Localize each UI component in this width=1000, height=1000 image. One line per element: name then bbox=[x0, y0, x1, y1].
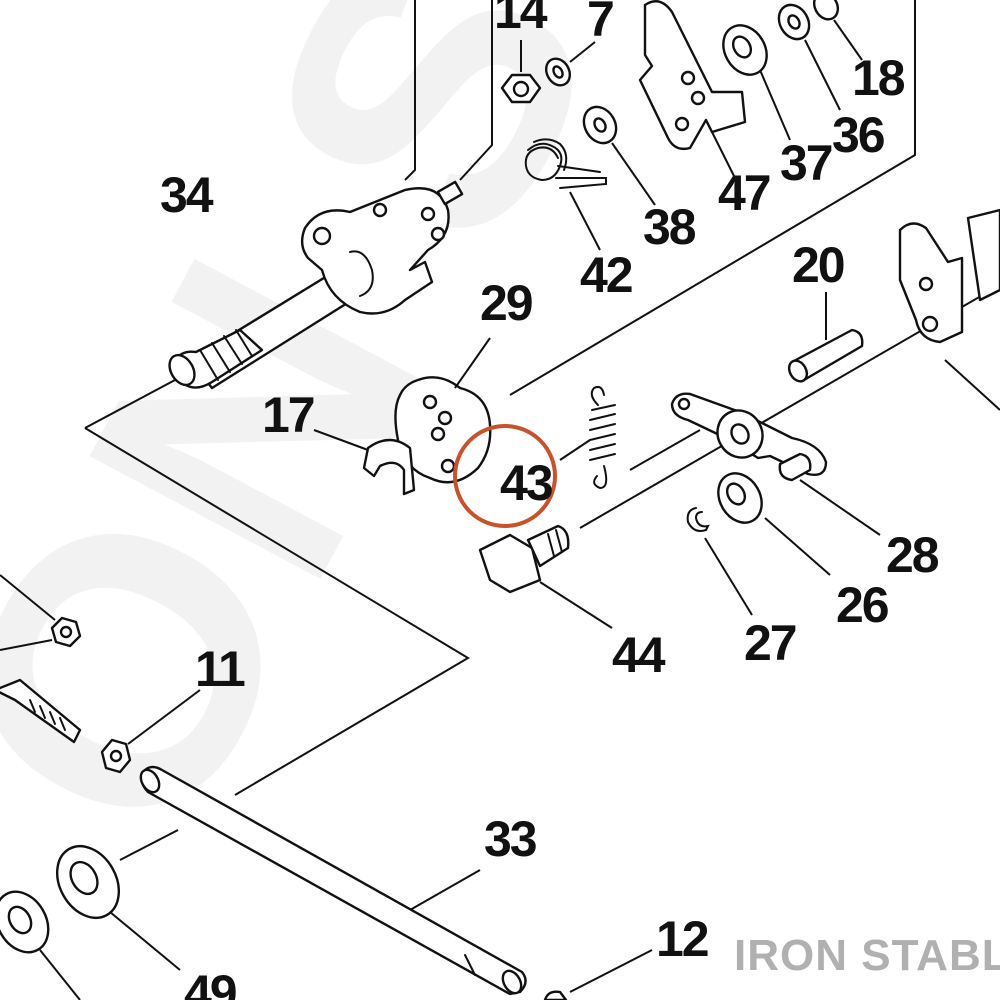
callout-36: 36 bbox=[832, 107, 884, 163]
callout-34: 34 bbox=[160, 167, 214, 223]
callout-43: 43 bbox=[500, 455, 552, 511]
highlight-circle bbox=[453, 424, 557, 528]
part-12-fastener bbox=[543, 949, 653, 1000]
callout-17: 17 bbox=[262, 387, 314, 443]
callout-33: 33 bbox=[484, 811, 536, 867]
callout-49: 49 bbox=[184, 965, 236, 1000]
part-49-spacer bbox=[0, 845, 181, 1000]
callout-14: 14 bbox=[494, 0, 548, 39]
part-11-nut bbox=[100, 689, 201, 774]
callout-38: 38 bbox=[643, 199, 696, 255]
part-28-lever-arm bbox=[670, 392, 881, 536]
left-threaded-rod bbox=[0, 574, 82, 744]
callout-28: 28 bbox=[886, 527, 939, 583]
watermark-label: IRON STABLE bbox=[734, 931, 1000, 980]
part-14-nut bbox=[500, 40, 542, 104]
part-42-torsion-spring bbox=[524, 138, 607, 251]
callout-18: 18 bbox=[852, 50, 905, 106]
part-7-washer bbox=[544, 41, 596, 87]
part-20-pin bbox=[787, 292, 864, 383]
callout-47: 47 bbox=[718, 165, 770, 221]
part-47-bracket bbox=[638, 0, 747, 179]
callout-12: 12 bbox=[656, 911, 708, 967]
part-36-washer bbox=[777, 3, 841, 111]
right-bracket bbox=[898, 208, 1000, 344]
callout-26: 26 bbox=[836, 577, 888, 633]
callout-labels: 14 7 18 36 37 47 38 34 42 20 29 17 43 28… bbox=[160, 0, 941, 1000]
part-33-rod bbox=[139, 765, 527, 996]
callout-27: 27 bbox=[744, 615, 796, 671]
part-34-shaft-assembly bbox=[168, 180, 464, 390]
part-37-spacer bbox=[722, 24, 791, 141]
part-38-washer bbox=[582, 105, 656, 206]
extension-spring bbox=[559, 385, 616, 490]
callout-29: 29 bbox=[480, 275, 532, 331]
callout-7: 7 bbox=[587, 0, 613, 47]
callout-42: 42 bbox=[580, 247, 632, 303]
part-44-bolt bbox=[478, 524, 613, 629]
callout-37: 37 bbox=[780, 135, 832, 191]
part-26-spacer bbox=[717, 472, 831, 576]
part-17-clip bbox=[313, 429, 416, 496]
part-27-snap-ring bbox=[686, 507, 753, 616]
callout-11: 11 bbox=[195, 641, 245, 697]
part-18-washer bbox=[812, 0, 863, 61]
callout-20: 20 bbox=[792, 237, 844, 293]
callout-44: 44 bbox=[612, 627, 666, 683]
